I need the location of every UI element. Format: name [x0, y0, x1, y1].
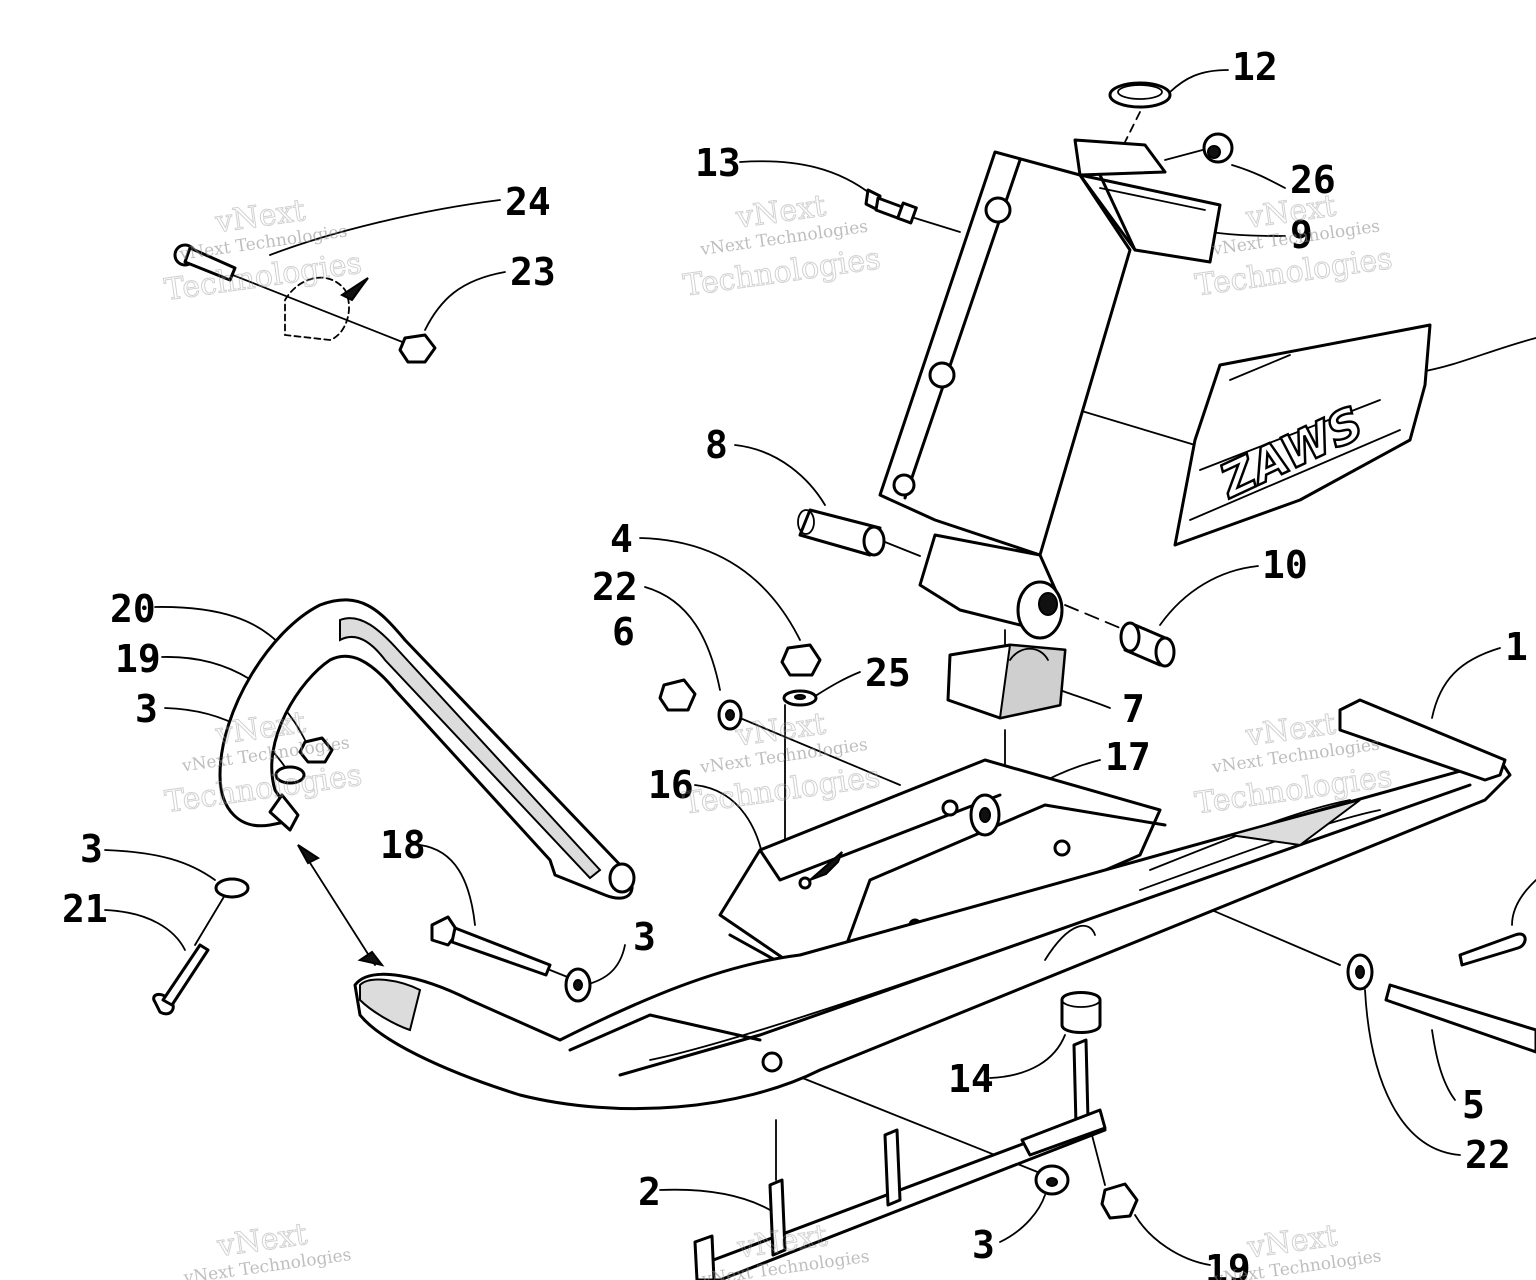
callout-13: 13 — [695, 141, 741, 185]
callout-8: 8 — [705, 423, 728, 467]
callout-18: 18 — [380, 823, 426, 867]
callout-17: 17 — [1105, 735, 1151, 779]
part-13-grease-fitting — [864, 188, 918, 225]
part-12-cap — [1108, 81, 1172, 109]
callout-22-lower: 22 — [1465, 1133, 1511, 1177]
spindle-housing — [878, 138, 1222, 640]
part-26-nut — [1202, 132, 1234, 164]
callout-9: 9 — [1290, 213, 1313, 257]
watermark-5: vNext vNext Technologies Technologies — [680, 706, 882, 822]
part-4-nut — [780, 643, 822, 677]
watermark-7: vNext vNext Technologies — [182, 1216, 353, 1280]
callout-19-upper: 19 — [115, 637, 161, 681]
part-23-nut — [398, 333, 437, 364]
callout-3-upper: 3 — [135, 687, 158, 731]
part-8-bushing — [797, 508, 886, 557]
watermark-4: vNext vNext Technologies Technologies — [162, 705, 364, 821]
part-3-washer-upper — [274, 765, 306, 785]
decal-zaws: ZAWS — [1173, 323, 1432, 547]
callout-labels: 12 13 26 24 9 23 8 4 10 22 20 6 1 25 19 … — [62, 45, 1528, 1280]
watermark-2: vNext vNext Technologies Technologies — [681, 188, 883, 304]
callout-2: 2 — [638, 1170, 661, 1214]
part-2-wear-bar — [693, 1038, 1107, 1280]
callout-7: 7 — [1122, 687, 1145, 731]
callout-4: 4 — [610, 517, 633, 561]
callout-16: 16 — [648, 763, 694, 807]
callout-12: 12 — [1232, 45, 1278, 89]
part-24-bolt — [173, 243, 369, 341]
part-6-nut — [658, 678, 697, 712]
callout-14: 14 — [948, 1057, 994, 1101]
part-10-bushing — [1119, 621, 1176, 668]
callout-22-upper: 22 — [592, 565, 638, 609]
watermark-1: vNext vNext Technologies Technologies — [162, 193, 364, 309]
part-1-ski — [353, 698, 1512, 1111]
callout-1: 1 — [1505, 625, 1528, 669]
callout-20: 20 — [110, 587, 156, 631]
callout-24: 24 — [505, 180, 551, 224]
callout-5: 5 — [1462, 1083, 1485, 1127]
hardware — [152, 643, 1536, 1220]
callout-23: 23 — [510, 250, 556, 294]
part-7-block — [946, 643, 1067, 720]
callout-3-middle: 3 — [633, 915, 656, 959]
part-14-spacer — [1060, 991, 1102, 1034]
callout-10: 10 — [1262, 543, 1308, 587]
callout-25: 25 — [865, 651, 911, 695]
part-3-washer-left — [214, 877, 250, 899]
callout-19-lower: 19 — [1205, 1247, 1251, 1280]
watermarks: vNext vNext Technologies Technologies vN… — [162, 188, 1395, 1280]
callout-26: 26 — [1290, 158, 1336, 202]
cotter-pin — [1458, 932, 1527, 967]
callout-6: 6 — [612, 610, 635, 654]
callout-3-left: 3 — [80, 827, 103, 871]
callout-3-lower: 3 — [972, 1223, 995, 1267]
part-19-nut-lower — [1100, 1182, 1139, 1220]
part-19-nut-upper — [298, 736, 334, 764]
part-20-ski-loop — [218, 598, 636, 900]
watermark-3: vNext vNext Technologies Technologies — [1193, 188, 1395, 304]
callout-21: 21 — [62, 887, 108, 931]
part-5-shaft — [1384, 983, 1536, 1054]
